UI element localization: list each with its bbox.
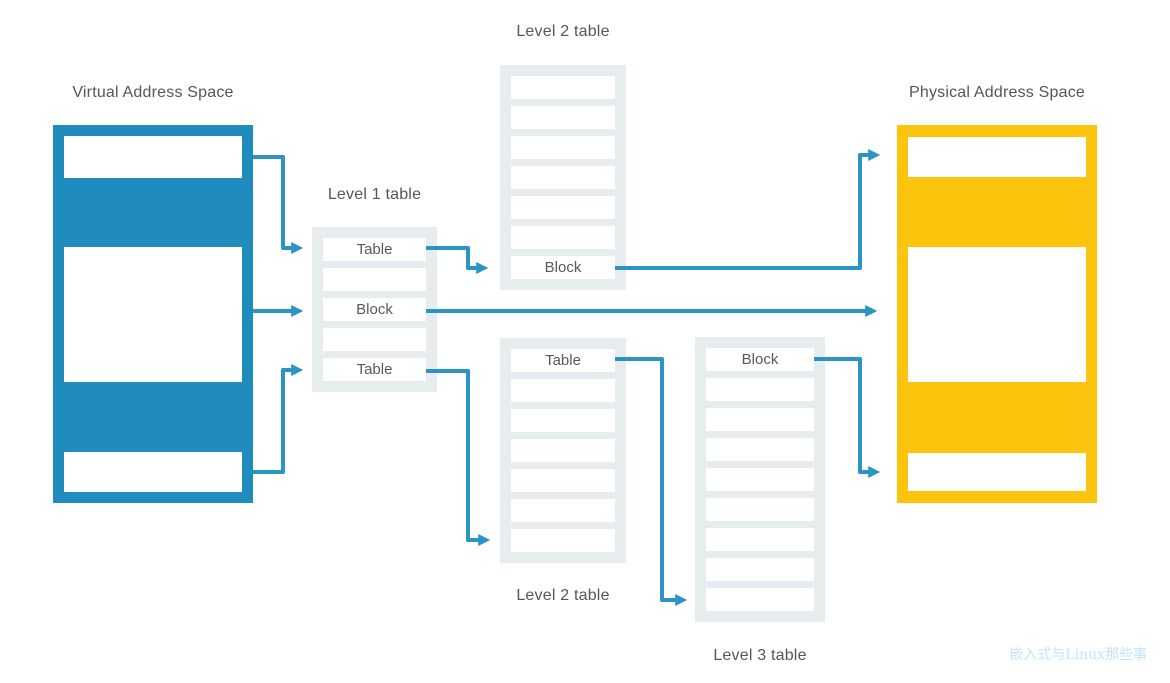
physical-segment-middle [908,247,1086,382]
table-row [706,528,814,551]
table-row [706,468,814,491]
physical-address-space-box [897,125,1097,503]
table-row-table: Table [511,349,615,372]
table-row [511,409,615,432]
table-row [706,498,814,521]
level3-table-label: Level 3 table [713,647,807,664]
table-row [511,226,615,249]
physical-segment-bottom [908,453,1086,491]
virtual-address-space-label: Virtual Address Space [72,84,234,101]
table-row [706,558,814,581]
level2-table-top: Block [500,65,626,290]
table-row [511,469,615,492]
level1-table-label: Level 1 table [327,186,422,203]
table-row [323,268,426,291]
table-row [511,196,615,219]
table-row [323,328,426,351]
level3-table: Block [695,337,825,622]
l1-table2-to-l2bottom-arrow [426,369,491,546]
table-row [706,438,814,461]
table-row [706,378,814,401]
virtual-segment-top [64,136,242,178]
virtual-segment-middle [64,247,242,382]
table-row [511,439,615,462]
table-row [511,379,615,402]
table-row-table: Table [323,238,426,261]
level2-table-top-label: Level 2 table [516,23,610,40]
table-row [511,499,615,522]
l2top-block-to-pas-top-arrow [615,149,881,270]
vas-bottom-to-l1-table2-arrow [253,364,304,474]
table-row [511,166,615,189]
table-row-block: Block [511,256,615,279]
level2-table-bottom-label: Level 2 table [516,587,610,604]
watermark-text: 嵌入式与Linux那些事 [1009,647,1147,663]
table-row-table: Table [323,358,426,381]
level2-table-bottom: Table [500,338,626,563]
vas-top-to-l1-table1-arrow [253,155,304,254]
table-row-block: Block [323,298,426,321]
virtual-segment-bottom [64,452,242,492]
table-row-block: Block [706,348,814,371]
table-row [511,136,615,159]
table-row [511,106,615,129]
table-row [706,588,814,611]
physical-address-space-label: Physical Address Space [908,84,1086,101]
table-row [511,76,615,99]
table-row [511,529,615,552]
physical-segment-top [908,137,1086,177]
virtual-address-space-box [53,125,253,503]
table-row [706,408,814,431]
